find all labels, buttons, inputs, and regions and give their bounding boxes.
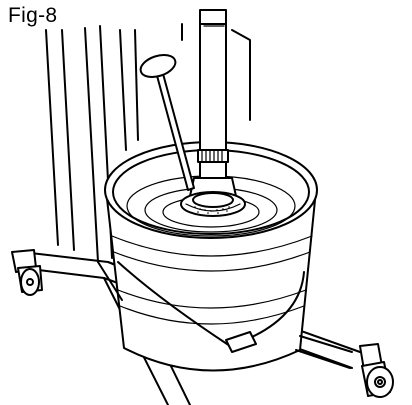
left-caster-wheel	[11, 249, 43, 296]
drain-funnel	[180, 191, 246, 217]
drain-pipe	[189, 9, 237, 197]
figure-label: Fig-8	[8, 4, 58, 27]
stand-front-legs	[97, 261, 353, 369]
right-caster-wheel	[359, 343, 394, 398]
bucket-handle	[117, 261, 305, 353]
upper-frame-bars	[181, 23, 251, 121]
dipstick	[139, 53, 195, 191]
